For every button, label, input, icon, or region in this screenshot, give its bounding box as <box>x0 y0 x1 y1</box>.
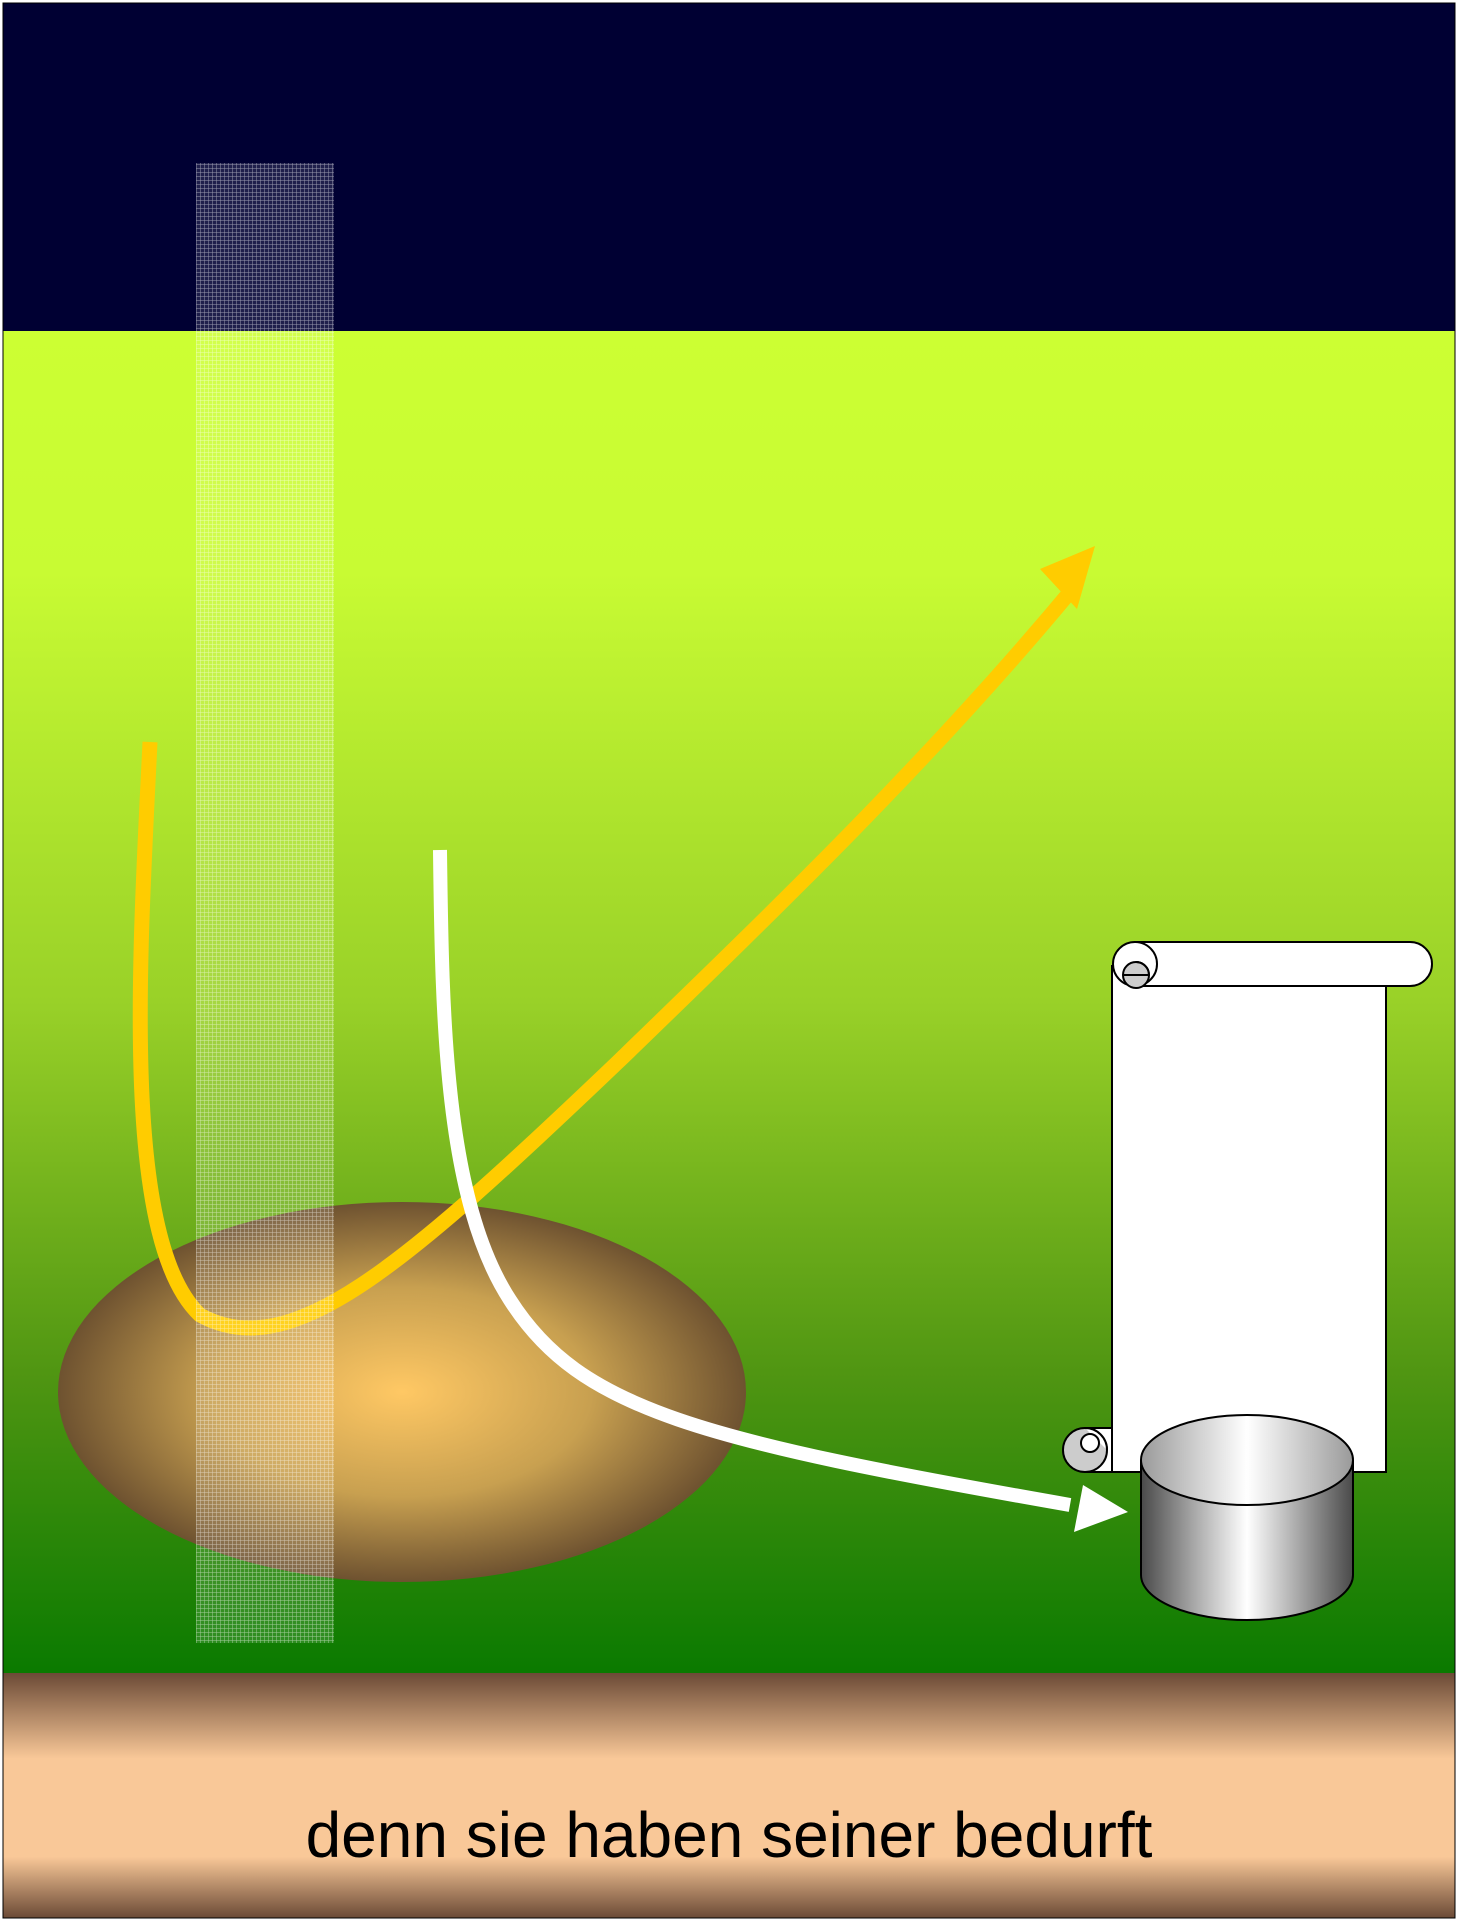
ground-band <box>3 1673 1455 1918</box>
metal-cylinder-icon <box>1140 1414 1354 1621</box>
caption-text: denn sie haben seiner bedurft <box>305 1799 1153 1871</box>
translucent-light-column-icon <box>196 163 334 1643</box>
paper-scroll-icon <box>1062 941 1433 1473</box>
gold-curved-arrow-icon <box>132 546 1095 1336</box>
white-curved-arrow-icon <box>433 849 1128 1532</box>
